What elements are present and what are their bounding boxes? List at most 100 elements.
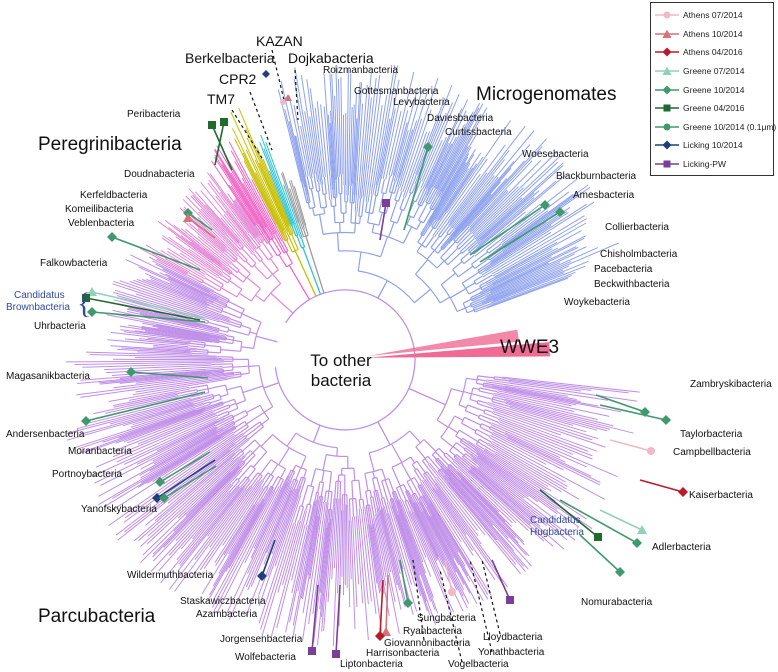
- parcubacteria-south-leaf: [309, 516, 321, 580]
- parcubacteria-west-leaf: [118, 297, 195, 320]
- parcubacteria-west-node-arc: [227, 327, 230, 333]
- parcubacteria-west-node-arc: [239, 309, 245, 319]
- parcubacteria-se-leaf: [434, 478, 479, 537]
- parcubacteria-south-leaf: [270, 510, 306, 638]
- parcubacteria-west-leaf: [110, 331, 192, 343]
- legend-symbol-icon: [655, 160, 679, 168]
- parcubacteria-south-leaf: [180, 492, 231, 550]
- parcubacteria-south-node-arc: [295, 464, 307, 471]
- parcubacteria-south-leaf: [140, 456, 239, 547]
- tm7-leaf: [214, 149, 264, 229]
- tm7-leaf: [242, 183, 274, 235]
- parcubacteria-sw-branch: [216, 423, 236, 435]
- parcubacteria-east-node-arc: [436, 388, 452, 421]
- parcubacteria-se-branch: [407, 490, 415, 503]
- peregrinibacteria-leaf: [200, 208, 227, 236]
- parcubacteria-se-branch: [421, 460, 436, 479]
- parcubacteria-east-branch: [478, 390, 494, 395]
- group-label-parcubacteria: Parcubacteria: [38, 606, 156, 627]
- parcubacteria-west-leaf: [119, 280, 230, 320]
- microgenomates-branch: [391, 181, 396, 193]
- parcubacteria-sw-branch: [234, 435, 246, 444]
- parcubacteria-se-branch: [373, 490, 378, 508]
- microgenomates-branch: [431, 220, 437, 227]
- peregrinibacteria-branch: [221, 271, 232, 279]
- peregrinibacteria-leaf: [197, 228, 225, 253]
- microgenomates-leaf: [490, 206, 571, 262]
- peregrinibacteria-branch: [202, 281, 220, 292]
- parcubacteria-south-leaf: [302, 515, 318, 600]
- parcubacteria-south-branch: [252, 445, 261, 454]
- parcubacteria-south-branch: [291, 479, 297, 491]
- parcubacteria-south-branch: [362, 499, 365, 508]
- parcubacteria-sw-leaf: [108, 436, 236, 527]
- parcubacteria-east-leaf: [470, 465, 536, 521]
- parcubacteria-se-node-arc: [365, 489, 371, 492]
- parcubacteria-sw-leaf: [130, 403, 205, 428]
- parcubacteria-west-node-arc: [219, 346, 222, 353]
- parcubacteria-se-leaf: [381, 508, 407, 604]
- tm7-leaf: [226, 157, 268, 228]
- parcubacteria-west-branch: [207, 351, 221, 354]
- peregrinibacteria-branch: [204, 277, 222, 289]
- parcubacteria-south-leaf: [291, 524, 306, 581]
- microgenomates-branch: [454, 226, 470, 242]
- parcubacteria-south-branch: [336, 447, 339, 457]
- parcubacteria-sw-node-arc: [233, 399, 239, 409]
- parcubacteria-west-branch: [225, 305, 243, 315]
- parcubacteria-sw-branch: [234, 426, 249, 437]
- microgenomates-branch: [458, 234, 475, 250]
- microgenomates-leaf: [485, 260, 572, 300]
- parcubacteria-se-branch: [413, 493, 424, 512]
- parcubacteria-south-node-arc: [270, 459, 286, 470]
- parcubacteria-south-branch: [328, 509, 331, 523]
- microgenomates-leaf: [309, 88, 324, 185]
- microgenomates-leaf: [437, 133, 469, 190]
- parcubacteria-se-branch: [376, 477, 383, 499]
- parcubacteria-se-leaf: [408, 498, 439, 560]
- parcubacteria-se-branch: [418, 497, 430, 516]
- parcubacteria-west-leaf: [137, 351, 192, 355]
- tm7-leaf: [228, 141, 283, 242]
- parcubacteria-west-branch: [197, 348, 209, 351]
- parcubacteria-west-leaf: [130, 254, 220, 299]
- parcubacteria-east-leaf: [468, 440, 587, 520]
- taxon-label-yanofskybacteria: Yanofskybacteria: [81, 504, 157, 515]
- parcubacteria-sw-branch: [224, 414, 233, 420]
- parcubacteria-se-leaf: [430, 516, 455, 559]
- parcubacteria-south-branch: [261, 474, 272, 488]
- parcubacteria-south-leaf: [319, 527, 328, 593]
- parcubacteria-west-branch: [209, 333, 227, 339]
- parcubacteria-sw-leaf: [140, 427, 218, 470]
- dojkabacteria-leaf: [282, 171, 300, 223]
- parcubacteria-east-branch: [464, 447, 478, 458]
- parcubacteria-sw-branch: [202, 404, 224, 413]
- parcubacteria-west-branch: [216, 299, 228, 306]
- parcubacteria-south-branch: [351, 480, 354, 499]
- tm7-leaf: [230, 150, 277, 234]
- parcubacteria-se-node-arc: [369, 430, 411, 454]
- parcubacteria-south-branch: [232, 450, 243, 460]
- taxon-label-wolfebacteria: Wolfebacteria: [235, 652, 296, 663]
- peregrinibacteria-branch: [246, 276, 261, 290]
- parcubacteria-south-leaf: [228, 480, 292, 620]
- microgenomates-leaf: [415, 98, 446, 175]
- parcubacteria-south-leaf: [213, 490, 274, 600]
- parcubacteria-south-leaf: [291, 524, 308, 594]
- parcubacteria-east-branch: [476, 428, 491, 438]
- microgenomates-branch: [317, 181, 321, 191]
- microgenomates-leaf: [485, 242, 619, 301]
- microgenomates-leaf: [481, 269, 564, 304]
- parcubacteria-east-branch: [465, 453, 473, 460]
- parcubacteria-south-branch: [358, 499, 361, 509]
- microgenomates-leaf: [428, 162, 467, 223]
- parcubacteria-east-leaf: [489, 437, 606, 500]
- parcubacteria-east-branch: [494, 376, 502, 379]
- parcubacteria-se-branch: [403, 484, 408, 492]
- parcubacteria-sw-leaf: [156, 417, 225, 452]
- microgenomates-leaf: [320, 104, 331, 201]
- parcubacteria-east-leaf: [501, 377, 629, 394]
- tm7-branch: [272, 234, 285, 254]
- microgenomates-leaf: [309, 116, 320, 182]
- microgenomates-branch: [415, 259, 429, 275]
